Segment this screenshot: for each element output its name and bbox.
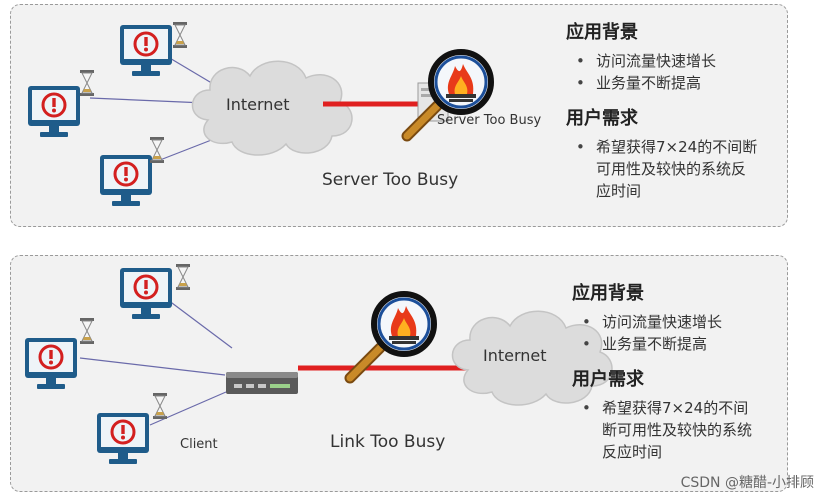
bottom-client-links xyxy=(79,299,233,426)
top-client-monitor-2 xyxy=(26,84,82,139)
top-cloud-label: Internet xyxy=(226,95,290,114)
bottom-section2-item: 希望获得7×24的不间 断可用性及较快的系统 反应时间 xyxy=(572,397,786,463)
top-caption: Server Too Busy xyxy=(322,170,459,190)
top-hourglass-3 xyxy=(149,136,165,164)
bottom-hourglass-1 xyxy=(175,263,191,291)
bottom-section2-title: 用户需求 xyxy=(572,369,644,390)
bottom-hourglass-2 xyxy=(79,317,95,345)
bottom-hourglass-3 xyxy=(152,392,168,420)
top-section2-list: 希望获得7×24的不间断 可用性及较快的系统反 应时间 xyxy=(566,136,791,202)
bottom-client-monitor-3 xyxy=(95,411,151,466)
bottom-section1-item: 访问流量快速增长 xyxy=(572,311,786,333)
top-section1-list: 访问流量快速增长 业务量不断提高 xyxy=(566,50,791,94)
top-section1-title: 应用背景 xyxy=(566,22,638,43)
bottom-caption: Link Too Busy xyxy=(330,432,446,452)
top-client-monitor-3 xyxy=(98,153,154,208)
bottom-section2-line: 希望获得7×24的不间 xyxy=(602,399,749,417)
bottom-cloud-label: Internet xyxy=(483,346,547,365)
bottom-info-block: 应用背景 访问流量快速增长 业务量不断提高 用户需求 希望获得7×24的不间 断… xyxy=(572,279,786,473)
top-client-monitor-1 xyxy=(118,23,174,78)
top-section2-line: 希望获得7×24的不间断 xyxy=(596,138,758,156)
top-section2-line: 应时间 xyxy=(596,182,642,200)
top-hourglass-2 xyxy=(79,69,95,97)
top-hourglass-1 xyxy=(172,21,188,49)
top-info-block: 应用背景 访问流量快速增长 业务量不断提高 用户需求 希望获得7×24的不间断 … xyxy=(566,18,791,212)
top-section1-item: 访问流量快速增长 xyxy=(566,50,791,72)
top-section1-item: 业务量不断提高 xyxy=(566,72,791,94)
bottom-router-icon xyxy=(226,372,298,394)
top-section2-title: 用户需求 xyxy=(566,108,638,129)
bottom-section2-list: 希望获得7×24的不间 断可用性及较快的系统 反应时间 xyxy=(572,397,786,463)
bottom-section1-list: 访问流量快速增长 业务量不断提高 xyxy=(572,311,786,355)
watermark: CSDN @糖醋-小排顾 xyxy=(680,475,814,491)
bottom-section1-title: 应用背景 xyxy=(572,283,644,304)
bottom-section2-line: 断可用性及较快的系统 xyxy=(602,421,753,439)
bottom-section1-item: 业务量不断提高 xyxy=(572,333,786,355)
bottom-client-label: Client xyxy=(180,437,218,452)
top-server-label: Server Too Busy xyxy=(437,113,542,128)
bottom-client-monitor-1 xyxy=(118,266,174,321)
top-section2-item: 希望获得7×24的不间断 可用性及较快的系统反 应时间 xyxy=(566,136,791,202)
bottom-section2-line: 反应时间 xyxy=(602,443,663,461)
top-section2-line: 可用性及较快的系统反 xyxy=(596,160,747,178)
bottom-magnifier-fire-icon xyxy=(350,294,434,378)
bottom-client-monitor-2 xyxy=(23,336,79,391)
